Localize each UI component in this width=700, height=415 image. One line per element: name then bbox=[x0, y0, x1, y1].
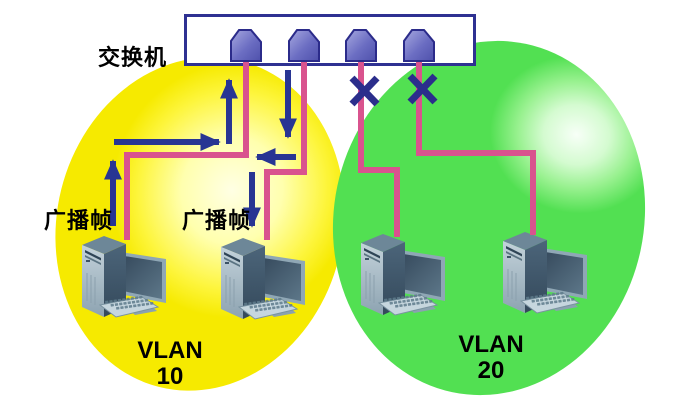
blocked-x-icon-port3 bbox=[349, 75, 380, 107]
broadcast-frame-label-2: 广播帧 bbox=[182, 208, 252, 233]
switch-chassis bbox=[184, 14, 476, 66]
desktop-pc-icon bbox=[501, 225, 597, 317]
vlan10-label-name: VLAN bbox=[137, 337, 203, 364]
switch-label: 交换机 bbox=[98, 45, 168, 70]
desktop-pc-icon bbox=[219, 231, 315, 323]
vlan10-label-id: 10 bbox=[156, 363, 184, 390]
vlan10-label: VLAN 10 bbox=[125, 338, 215, 390]
vlan20-label: VLAN 20 bbox=[446, 332, 536, 384]
desktop-pc-icon bbox=[80, 229, 176, 321]
vlan20-label-id: 20 bbox=[477, 357, 505, 384]
broadcast-frame-label-1: 广播帧 bbox=[44, 208, 114, 233]
desktop-pc-icon bbox=[359, 227, 455, 319]
vlan20-label-name: VLAN bbox=[458, 331, 524, 358]
